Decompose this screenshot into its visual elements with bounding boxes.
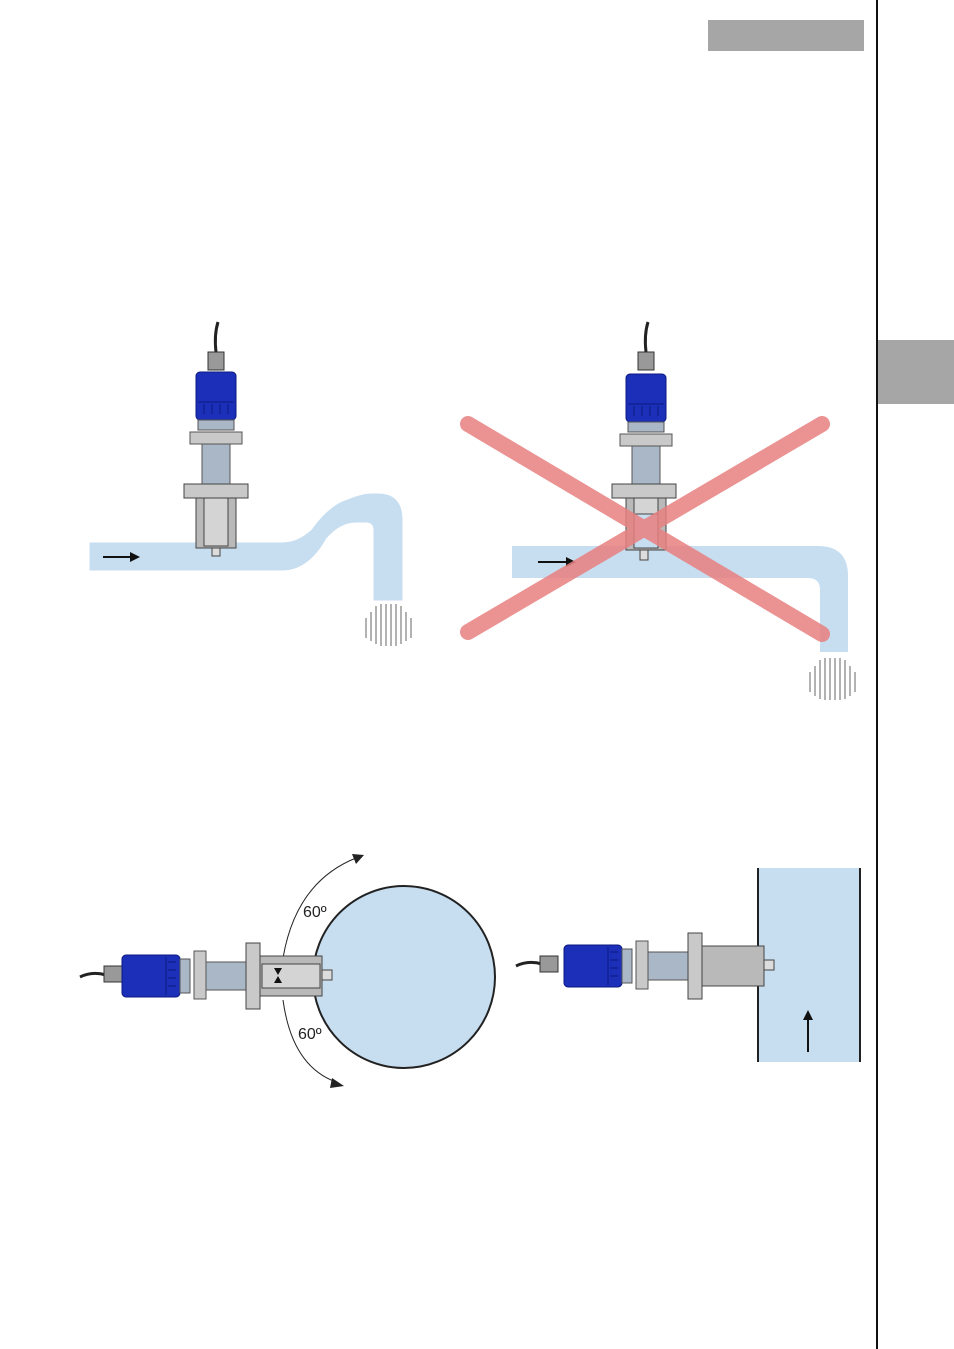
sensor-probe <box>516 933 774 999</box>
